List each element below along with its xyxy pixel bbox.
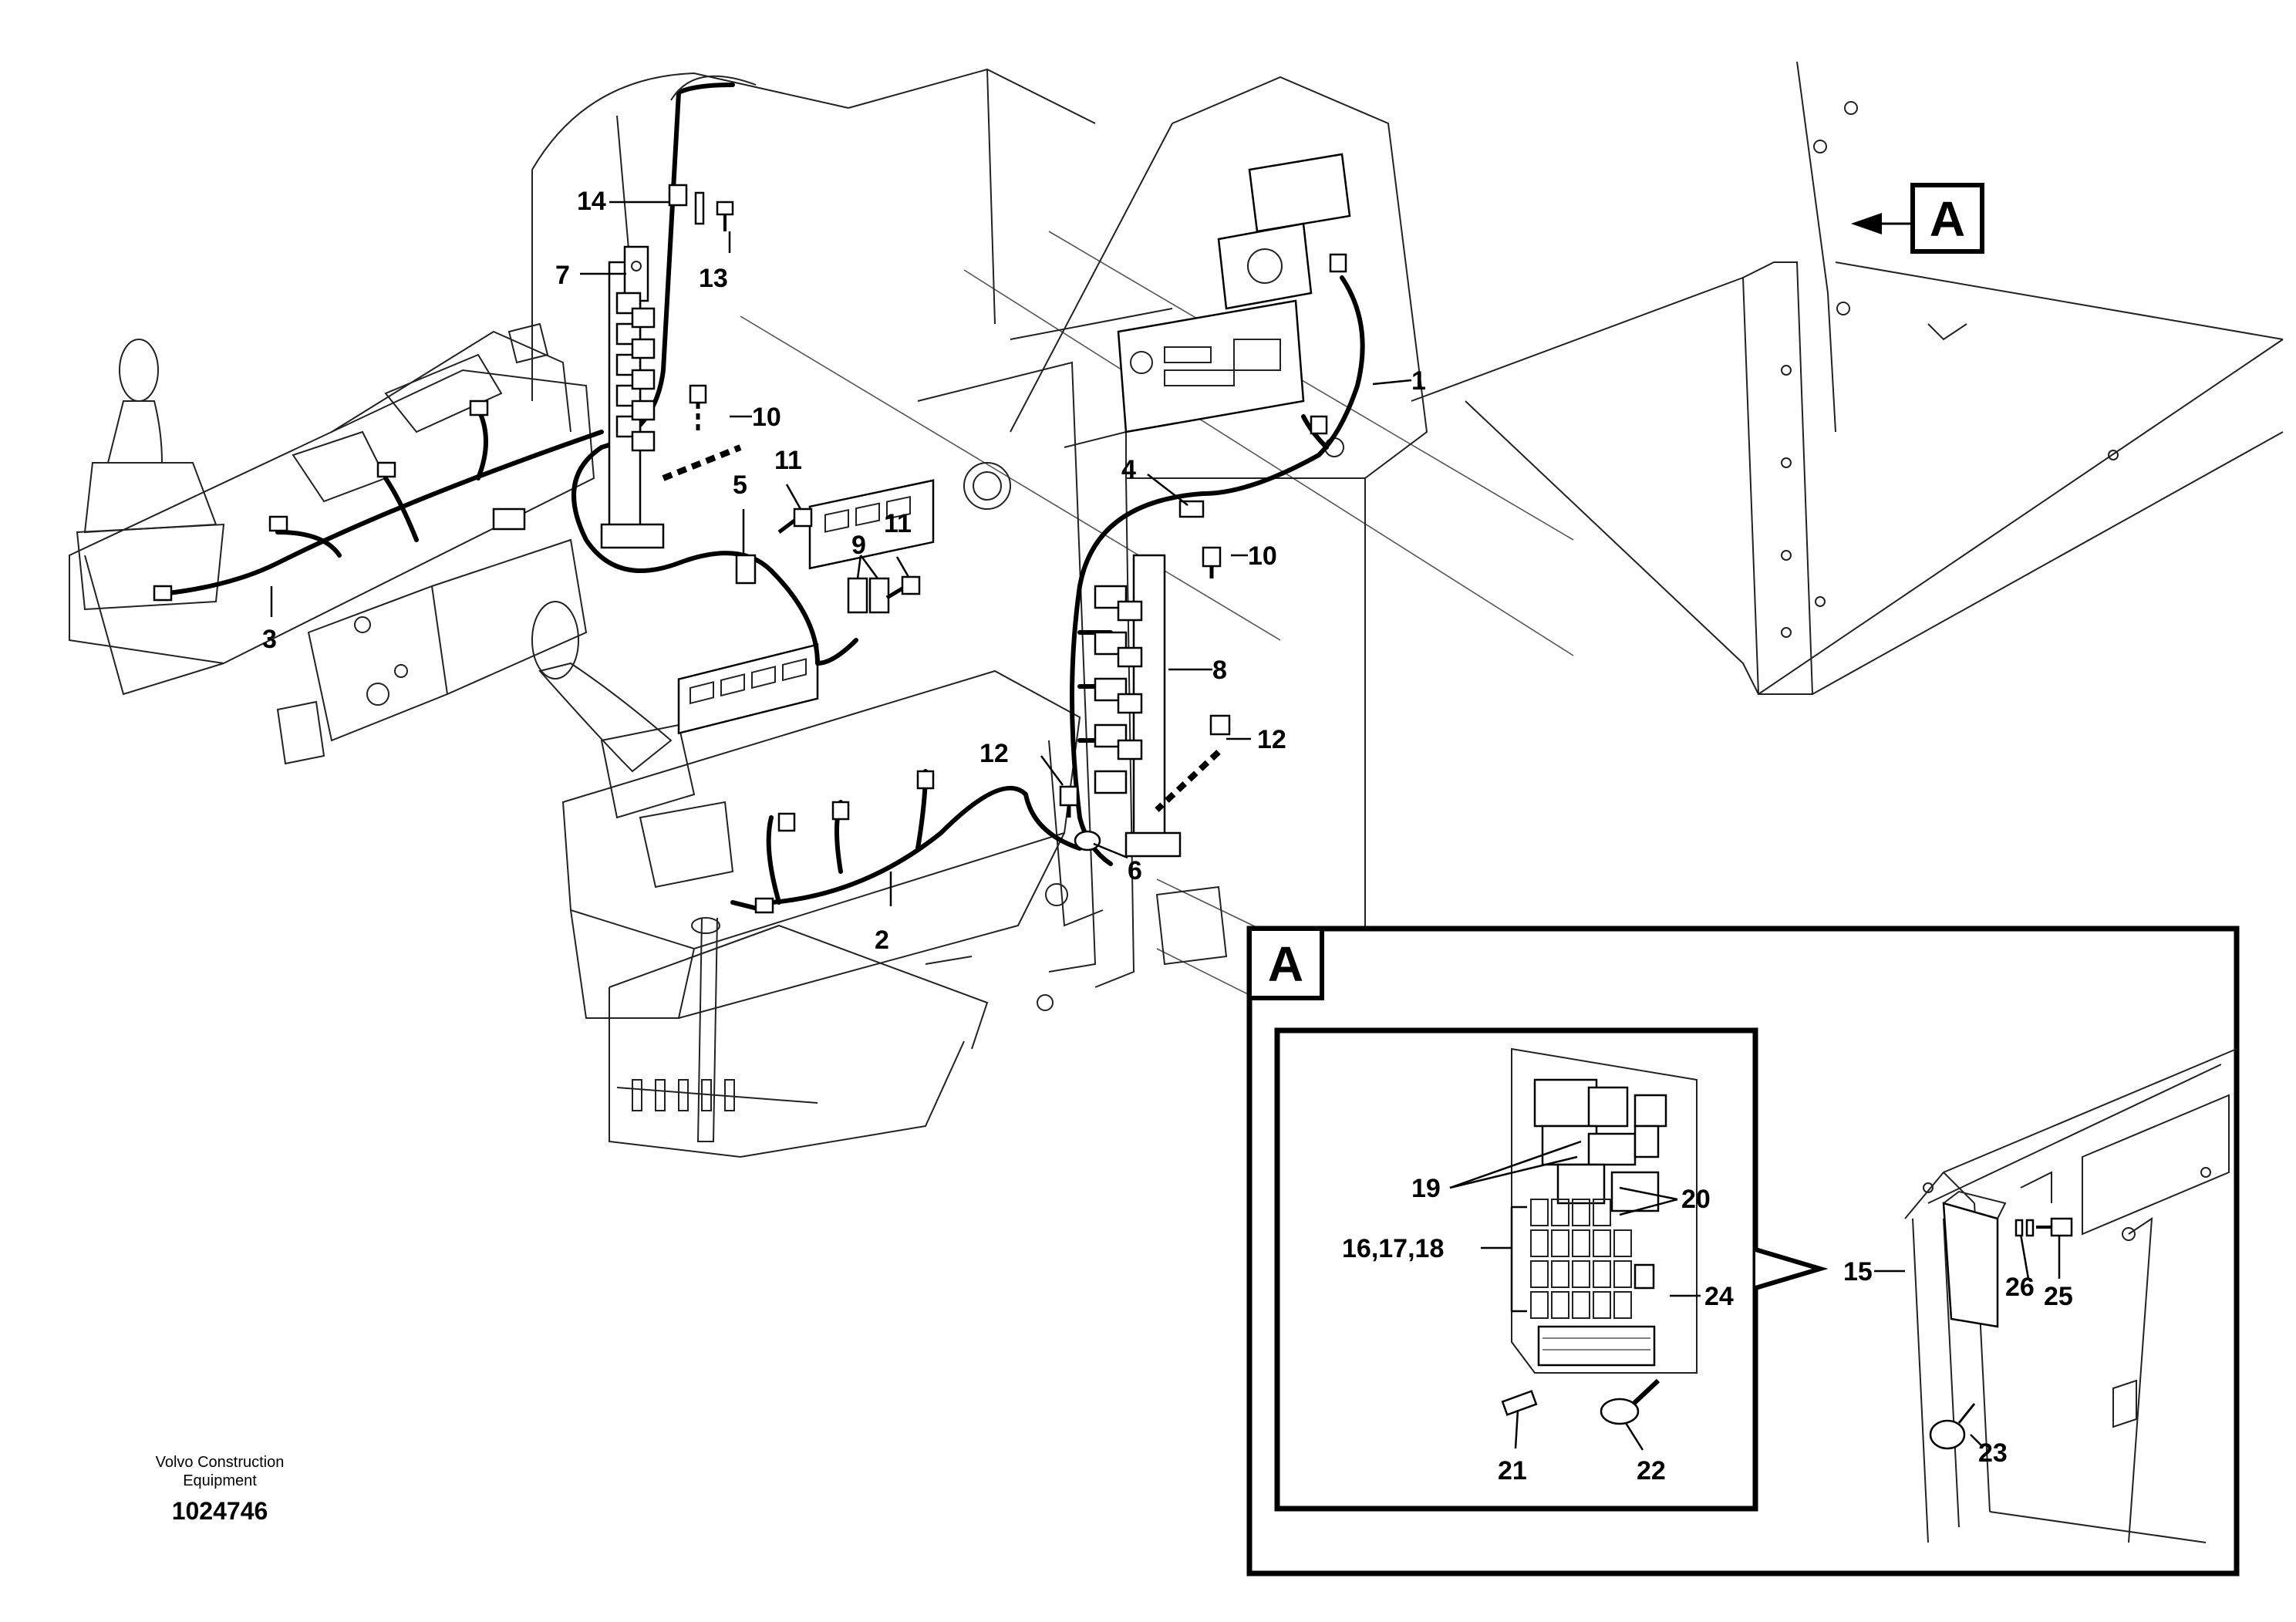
callout-2: 2 [875,926,889,955]
dash-display-screen [1248,153,1351,233]
callout-16-17-18: 16,17,18 [1342,1234,1444,1263]
fuse-grid [1530,1199,1632,1319]
callout-12-right: 12 [1257,725,1286,754]
drawing-number: 1024746 [172,1497,268,1525]
dash-display-console [963,76,1428,988]
clamp-4 [1178,500,1205,518]
detail-a-leaders [1449,1140,2061,1451]
callout-26: 26 [2005,1273,2035,1302]
screw-12-right [1155,714,1231,812]
cap-23 [1929,1403,1976,1450]
company-name-line2: Equipment [183,1472,257,1489]
callout-7: 7 [555,261,570,290]
right-control-console [531,479,1081,1142]
cab-side-panel [1411,61,2284,695]
callout-10-right: 10 [1248,541,1277,571]
fuse-box-15 [1942,1190,2007,1328]
callout-24: 24 [1704,1282,1734,1311]
screw-10-right [1202,546,1222,578]
callout-19: 19 [1411,1174,1441,1203]
dash-radio-panel [1117,299,1305,433]
callout-22: 22 [1637,1456,1666,1485]
view-a-marker: A [1910,183,1984,254]
clamp-6 [1074,830,1101,851]
switch-block [492,508,526,531]
detail-a-marker: A [1268,936,1303,992]
screw-13 [694,191,734,231]
callout-12-left: 12 [979,739,1009,768]
callout-11-right: 11 [884,509,912,538]
wire-harness-3 [160,406,604,596]
callout-10-left: 10 [752,403,781,432]
leader-lines [270,201,1913,906]
console-keypad-front [677,643,819,735]
wire-harness-2 [730,769,1082,912]
screw-11-b [885,575,921,600]
callout-14: 14 [577,187,606,216]
left-joystick [76,339,225,611]
screw-11-a [777,508,813,534]
wire-harness-mid [571,445,858,666]
detail-a-frame: A [1246,926,2240,1576]
relay-connectors-7 [615,292,656,452]
cab-corner-detail [1904,1048,2237,1543]
callout-11-left: 11 [774,446,802,475]
callout-labels: 1 2 3 4 5 6 7 8 9 10 10 11 11 12 12 13 1… [262,187,1426,955]
company-name-line1: Volvo Construction [156,1454,285,1471]
screw-10-left [662,384,742,481]
cab-structure-outline [276,68,1574,1158]
clamp-9 [847,577,890,614]
screw-12-left [1059,785,1079,818]
washers-26 [2014,1219,2035,1237]
clamp-14 [668,184,688,207]
callout-15: 15 [1843,1257,1873,1286]
callout-21: 21 [1498,1456,1527,1485]
callout-5: 5 [733,470,747,500]
callout-3: 3 [262,625,277,654]
seat-base-slots [632,1079,735,1111]
callout-1: 1 [1411,366,1426,396]
relay-connectors-8 [1094,585,1143,794]
dash-socket-panel [1217,222,1313,310]
fuse-21 [1501,1390,1538,1416]
fuse-relay-box-24 [1511,1047,1698,1374]
callout-8: 8 [1212,656,1227,685]
clamp-5 [735,554,757,585]
harness-connectors [153,253,1347,914]
callout-23: 23 [1978,1438,2008,1468]
screw-25 [2036,1217,2073,1237]
callout-4: 4 [1121,455,1136,484]
left-control-console [69,322,595,696]
console-keypad-rear [808,479,935,570]
drawing-footer: Volvo Construction Equipment 1024746 [156,1454,285,1525]
right-joystick [531,601,734,889]
callout-20: 20 [1681,1185,1711,1214]
callout-6: 6 [1128,856,1142,885]
svg-text:A: A [1930,191,1965,247]
fuse-puller-22 [1600,1378,1660,1425]
callout-9: 9 [851,531,866,560]
callout-25: 25 [2044,1282,2073,1311]
detail-a-callout-labels: 15 16,17,18 19 20 21 22 23 24 25 26 [1342,1174,2073,1485]
callout-13: 13 [699,264,728,293]
